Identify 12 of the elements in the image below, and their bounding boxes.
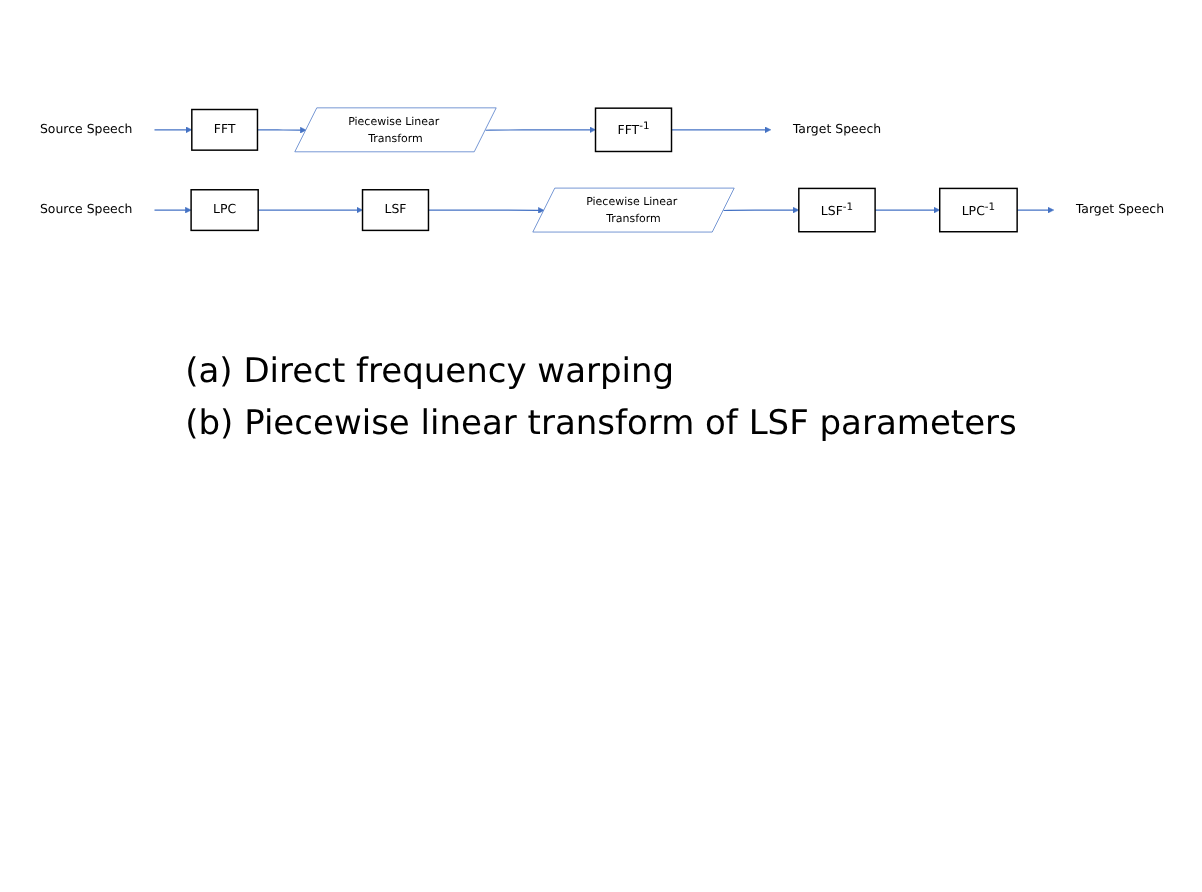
arrow — [426, 207, 544, 214]
arrow — [722, 206, 799, 214]
arrow — [256, 206, 362, 214]
arrow — [152, 126, 192, 134]
arrow — [152, 206, 191, 214]
caption-text: (b) Piecewise linear transform of LSF parameters — [185, 404, 1017, 444]
caption-text: (a) Direct frequency warping — [185, 352, 677, 392]
arrow — [669, 126, 771, 134]
arrow — [873, 206, 939, 214]
arrow — [484, 126, 595, 134]
arrow — [1015, 206, 1054, 214]
arrow — [255, 126, 306, 134]
